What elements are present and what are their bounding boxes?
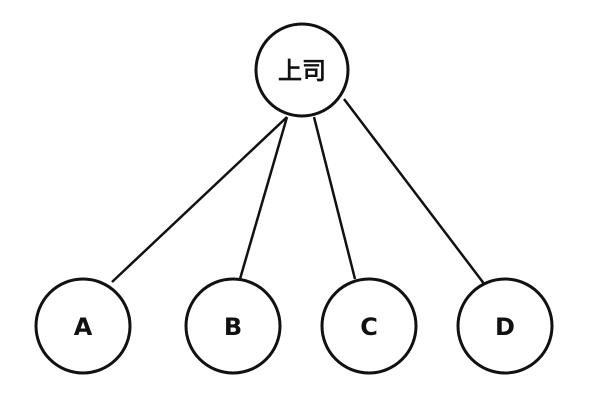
node-boss[interactable]: 上司	[254, 22, 350, 118]
edge-layer	[111, 98, 486, 286]
edge-boss-to-d	[343, 98, 486, 286]
edge-boss-to-b	[238, 116, 289, 280]
node-d[interactable]: D	[456, 277, 554, 375]
edge-boss-to-c	[312, 116, 357, 280]
node-d-circle	[456, 277, 554, 375]
node-c-circle	[320, 277, 418, 375]
node-boss-circle	[254, 22, 350, 118]
node-a-label: A	[74, 313, 93, 341]
node-a[interactable]: A	[34, 277, 132, 375]
node-b-label: B	[224, 313, 242, 341]
node-boss-label: 上司	[278, 57, 326, 85]
edge-boss-to-a	[111, 116, 288, 283]
node-a-circle	[34, 277, 132, 375]
node-b[interactable]: B	[184, 277, 282, 375]
node-b-circle	[184, 277, 282, 375]
node-c-label: C	[360, 313, 378, 341]
node-d-label: D	[495, 313, 515, 341]
node-c[interactable]: C	[320, 277, 418, 375]
